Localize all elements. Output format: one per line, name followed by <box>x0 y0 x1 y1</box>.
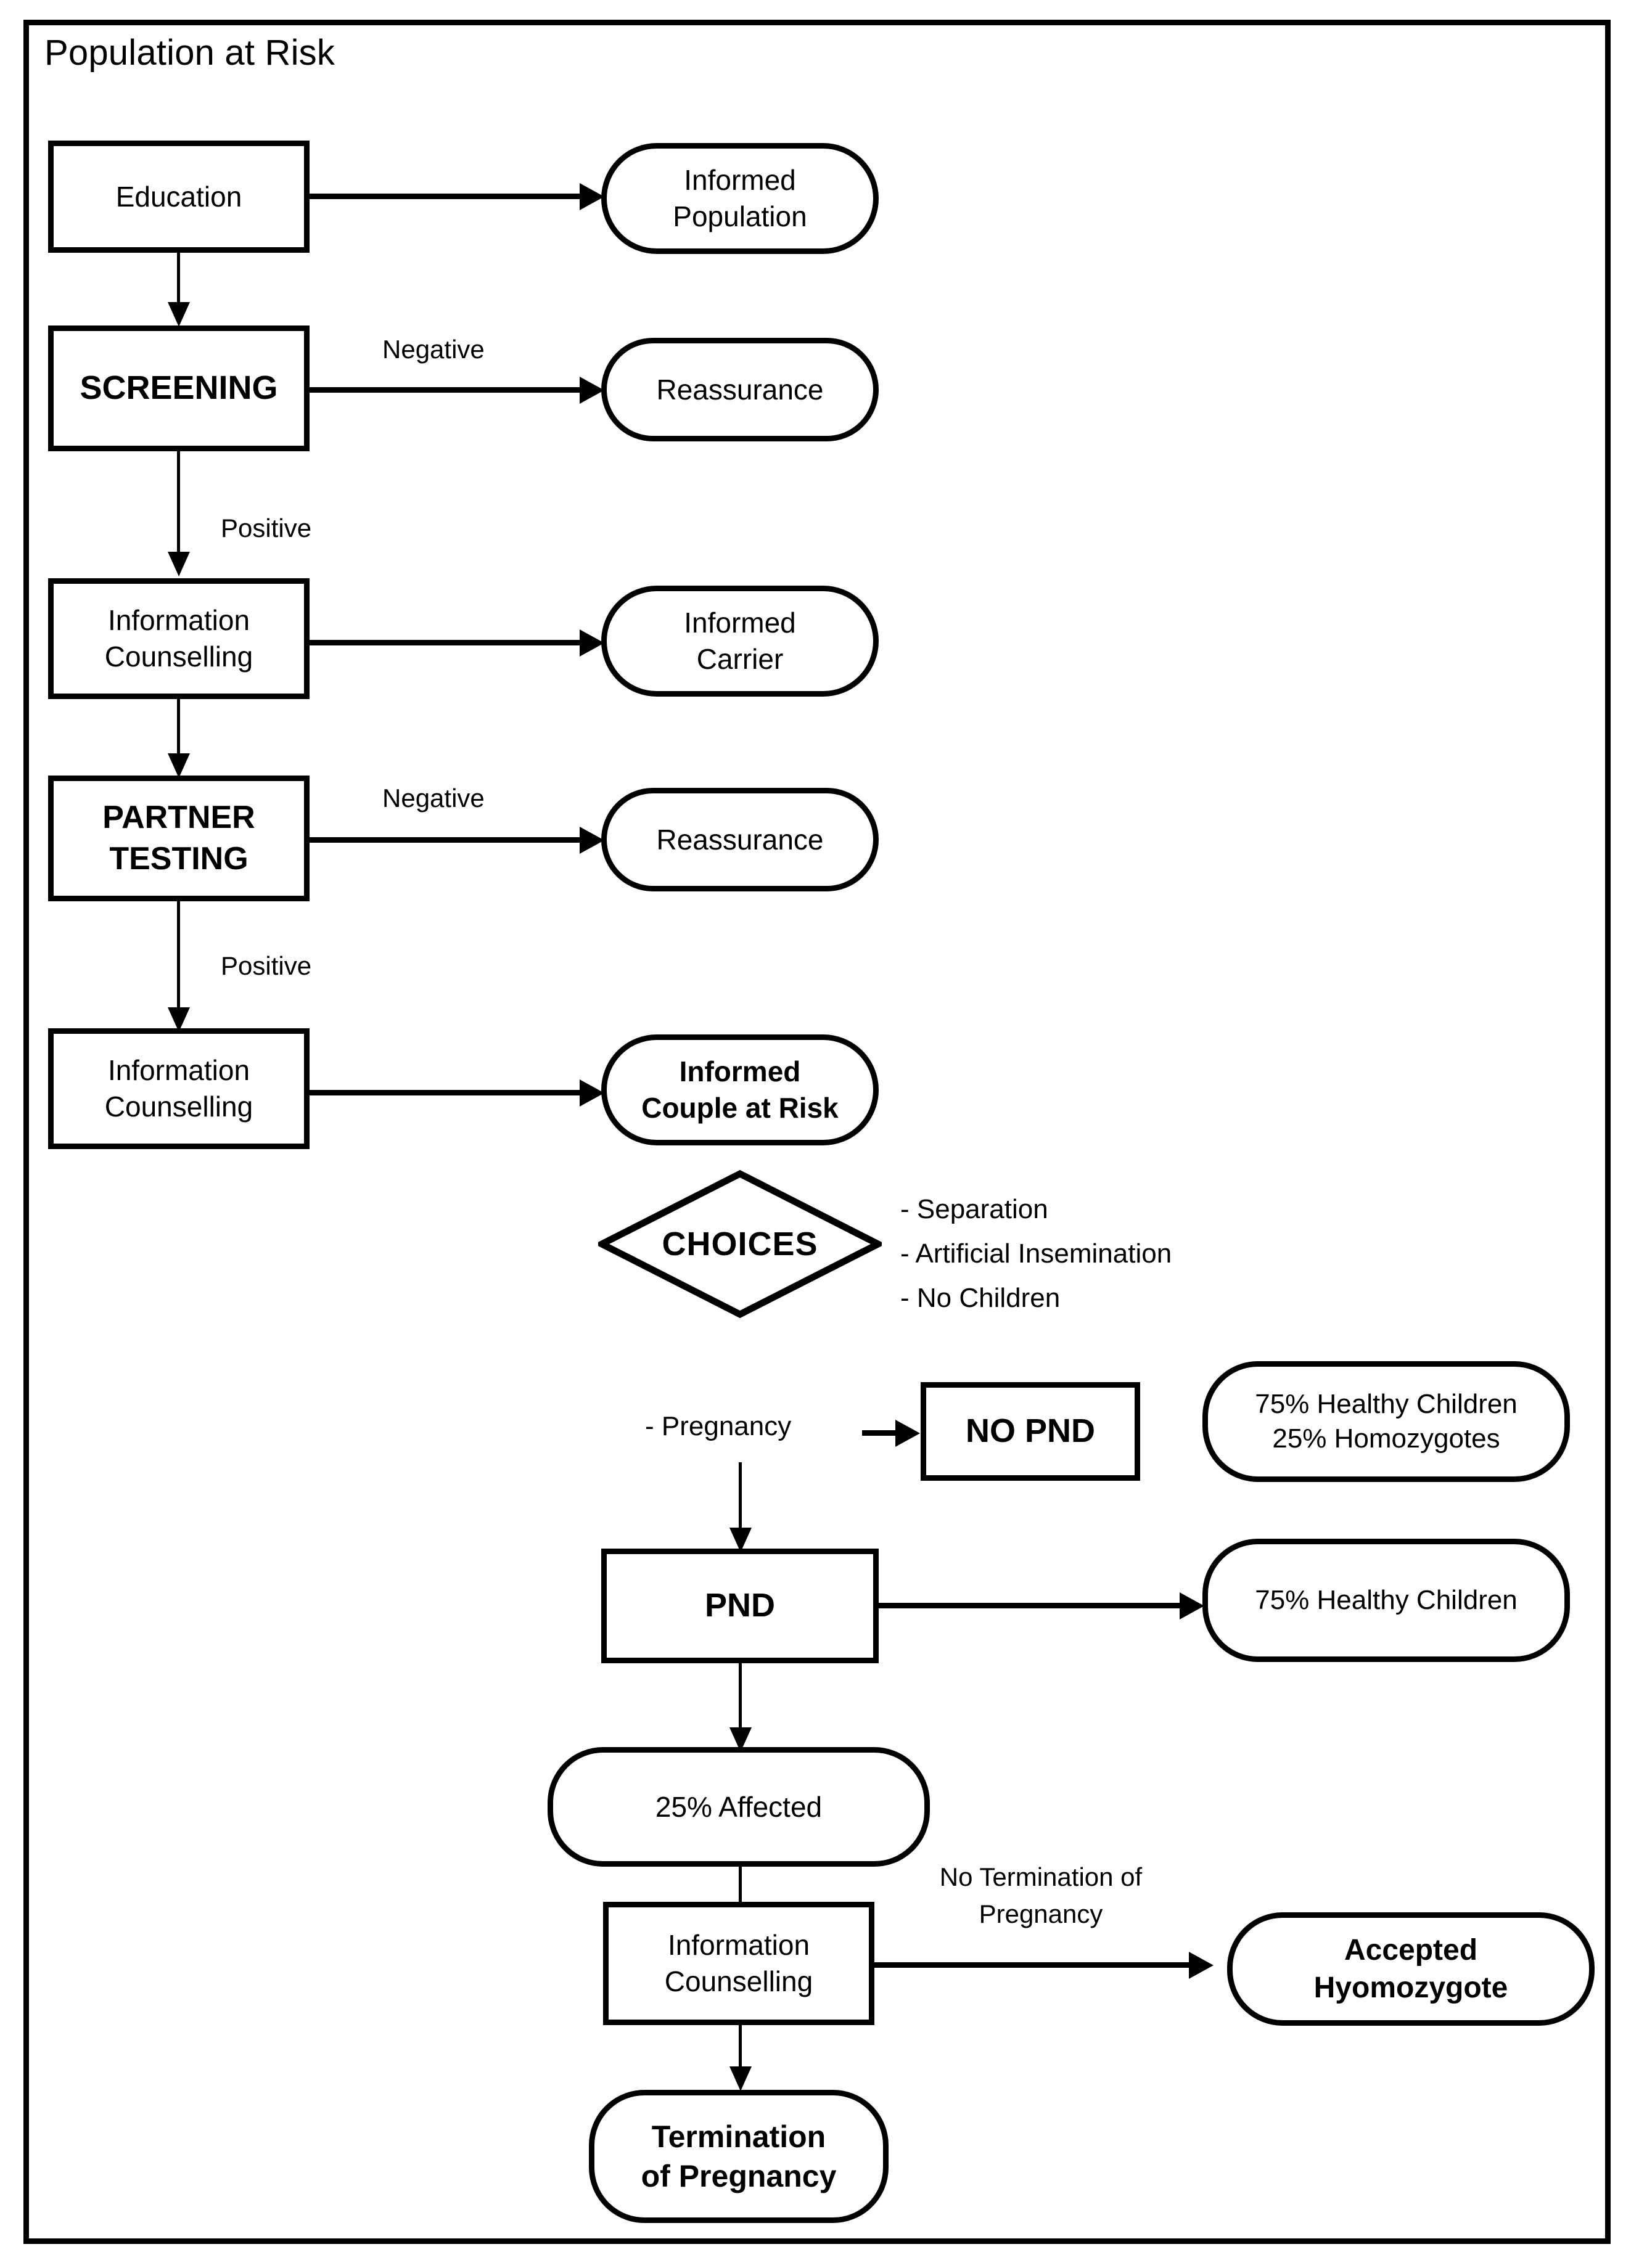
diagram-outer-frame <box>23 20 1611 2244</box>
node-termination-line1: Termination <box>651 2119 826 2154</box>
edge-screening-to-reassurance-1 <box>310 387 582 393</box>
node-reassurance-2[interactable]: Reassurance <box>601 788 879 891</box>
edge-label-no-termination-line2: Pregnancy <box>979 1899 1103 1928</box>
edge-info-counselling-1-to-partner-testing <box>177 699 180 763</box>
edge-label-pregnancy: - Pregnancy <box>645 1411 792 1441</box>
node-info-counselling-3[interactable]: Information Counselling <box>603 1902 874 2025</box>
node-informed-couple-at-risk-line1: Informed <box>679 1055 801 1088</box>
node-pnd-label: PND <box>704 1587 775 1624</box>
edge-pregnancy-to-no-pnd <box>862 1430 900 1436</box>
node-informed-carrier-line2: Carrier <box>696 643 784 675</box>
edge-pnd-to-pnd-outcome <box>879 1603 1183 1608</box>
node-education[interactable]: Education <box>48 141 310 253</box>
diamond-shape-icon <box>598 1170 882 1318</box>
node-info-counselling-2-line2: Counselling <box>104 1091 253 1123</box>
node-partner-testing-line1: PARTNER <box>102 800 255 836</box>
arrowhead-down-icon <box>168 302 190 327</box>
node-pnd-outcome-label: 75% Healthy Children <box>1255 1584 1518 1615</box>
arrowhead-down-icon <box>168 753 190 778</box>
edge-label-partner-negative: Negative <box>382 784 485 813</box>
node-no-pnd-outcome[interactable]: 75% Healthy Children 25% Homozygotes <box>1202 1361 1570 1482</box>
node-info-counselling-2-line1: Information <box>107 1054 250 1087</box>
edge-label-partner-positive: Positive <box>221 951 312 980</box>
edge-label-screening-negative: Negative <box>382 335 485 364</box>
node-informed-population-line2: Population <box>673 200 807 232</box>
edge-info-counselling-1-to-informed-carrier <box>310 640 582 645</box>
arrowhead-right-icon <box>580 183 604 210</box>
node-no-pnd-outcome-line1: 75% Healthy Children <box>1255 1388 1518 1419</box>
arrowhead-right-icon <box>580 1079 604 1107</box>
node-informed-couple-at-risk-line2: Couple at Risk <box>641 1092 839 1124</box>
node-informed-population-line1: Informed <box>684 164 796 197</box>
node-pnd[interactable]: PND <box>601 1549 879 1663</box>
node-reassurance-1[interactable]: Reassurance <box>601 338 879 441</box>
edge-partner-testing-to-reassurance-2 <box>310 837 582 843</box>
node-affected[interactable]: 25% Affected <box>548 1747 930 1867</box>
edge-education-to-screening <box>177 253 180 312</box>
edge-info-counselling-3-to-termination <box>739 2025 742 2082</box>
node-informed-carrier[interactable]: Informed Carrier <box>601 586 879 697</box>
arrowhead-down-icon <box>168 1007 190 1032</box>
edge-label-no-termination-line1: No Termination of <box>939 1862 1143 1891</box>
node-info-counselling-3-line1: Information <box>667 1929 810 1962</box>
edge-label-screening-positive: Positive <box>221 514 312 542</box>
choices-option-separation: - Separation <box>900 1194 1048 1224</box>
node-informed-population[interactable]: Informed Population <box>601 143 879 254</box>
arrowhead-right-icon <box>580 377 604 404</box>
arrowhead-right-icon <box>1180 1592 1204 1619</box>
node-partner-testing-line2: TESTING <box>109 841 249 877</box>
page-title: Population at Risk <box>44 33 335 73</box>
node-informed-carrier-line1: Informed <box>684 607 796 639</box>
node-termination-of-pregnancy[interactable]: Termination of Pregnancy <box>589 2090 889 2223</box>
edge-education-to-informed-population <box>310 194 582 199</box>
arrowhead-down-icon <box>168 552 190 576</box>
edge-info-counselling-2-to-informed-couple <box>310 1090 582 1095</box>
node-accepted-homozygote[interactable]: Accepted Hyomozygote <box>1227 1912 1595 2026</box>
node-choices-label: CHOICES <box>662 1226 818 1263</box>
edge-affected-to-info-counselling-3 <box>739 1867 742 1916</box>
arrowhead-right-icon <box>895 1420 920 1447</box>
node-accepted-homozygote-line1: Accepted <box>1344 1933 1478 1967</box>
arrowhead-down-icon <box>729 2066 752 2091</box>
node-info-counselling-2[interactable]: Information Counselling <box>48 1028 310 1149</box>
edge-info-counselling-3-to-accepted-homozygote <box>874 1962 1193 1968</box>
node-info-counselling-1-line1: Information <box>107 604 250 637</box>
node-no-pnd-outcome-line2: 25% Homozygotes <box>1272 1423 1500 1454</box>
node-accepted-homozygote-line2: Hyomozygote <box>1313 1971 1508 2004</box>
node-pnd-outcome[interactable]: 75% Healthy Children <box>1202 1539 1570 1662</box>
node-partner-testing[interactable]: PARTNER TESTING <box>48 776 310 901</box>
node-reassurance-1-label: Reassurance <box>656 373 824 406</box>
node-screening[interactable]: SCREENING <box>48 325 310 451</box>
edge-pregnancy-to-pnd <box>739 1462 742 1541</box>
choices-option-artificial-insemination: - Artificial Insemination <box>900 1238 1172 1269</box>
arrowhead-down-icon <box>729 1528 752 1552</box>
node-reassurance-2-label: Reassurance <box>656 823 824 856</box>
node-info-counselling-1-line2: Counselling <box>104 641 253 673</box>
node-informed-couple-at-risk[interactable]: Informed Couple at Risk <box>601 1034 879 1145</box>
node-choices[interactable]: CHOICES <box>598 1170 882 1318</box>
node-no-pnd-label: NO PND <box>965 1412 1095 1450</box>
node-termination-line2: of Pregnancy <box>641 2159 837 2193</box>
node-info-counselling-3-line2: Counselling <box>664 1965 813 1997</box>
node-affected-label: 25% Affected <box>655 1790 823 1823</box>
arrowhead-right-icon <box>580 827 604 854</box>
node-info-counselling-1[interactable]: Information Counselling <box>48 578 310 699</box>
edge-screening-to-info-counselling-1 <box>177 451 180 562</box>
edge-pnd-to-affected <box>739 1663 742 1741</box>
node-no-pnd[interactable]: NO PND <box>921 1382 1140 1481</box>
arrowhead-right-icon <box>1189 1952 1214 1979</box>
choices-option-no-children: - No Children <box>900 1283 1061 1313</box>
arrowhead-right-icon <box>580 629 604 657</box>
node-education-label: Education <box>115 180 242 213</box>
edge-partner-testing-to-info-counselling-2 <box>177 901 180 1018</box>
node-screening-label: SCREENING <box>80 369 278 407</box>
